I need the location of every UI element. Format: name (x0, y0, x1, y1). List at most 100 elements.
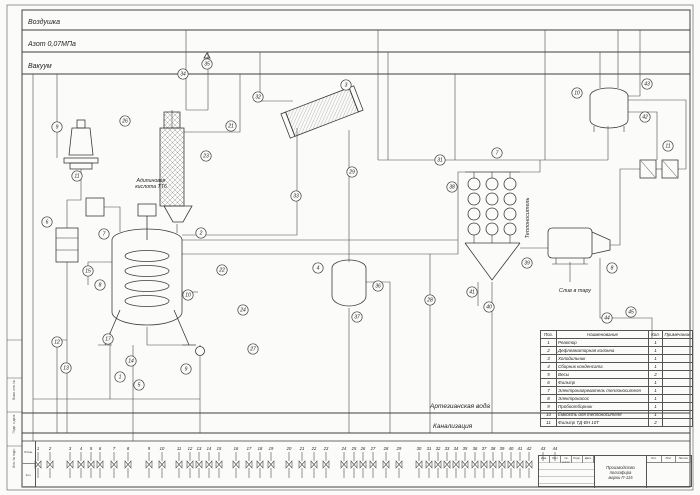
svg-text:19: 19 (269, 446, 274, 451)
svg-text:34: 34 (180, 72, 186, 78)
svg-text:21: 21 (299, 446, 305, 451)
strip-valve-36: 36 (471, 446, 479, 478)
svg-text:23: 23 (323, 446, 329, 451)
strip-valve-33: 33 (443, 446, 451, 478)
svg-text:12: 12 (188, 446, 193, 451)
valve-tag-39: 39 (521, 257, 533, 269)
svg-text:37: 37 (354, 315, 360, 321)
spec-cell: 5 (540, 370, 557, 379)
svg-text:31: 31 (437, 158, 443, 164)
valve-tag-17: 17 (102, 333, 114, 345)
svg-text:29: 29 (348, 170, 355, 176)
strip-valve-16: 16 (232, 446, 240, 478)
spec-cell (662, 338, 693, 347)
spec-cell: Электронагреватель теплоносителя (556, 386, 649, 395)
valve-tag-10: 10 (571, 87, 583, 99)
valve-tag-11: 11 (662, 140, 674, 152)
valve-tag-44: 44 (601, 312, 613, 324)
svg-text:2: 2 (48, 446, 52, 451)
spec-cell: 2 (540, 346, 557, 355)
valve-tag-26: 26 (119, 115, 131, 127)
electric-pump (547, 227, 611, 265)
strip-valve-8: 8 (124, 446, 132, 478)
svg-text:18: 18 (258, 446, 263, 451)
valve-tag-45: 45 (625, 306, 637, 318)
svg-text:7: 7 (103, 232, 106, 238)
valve-tag-38: 38 (446, 181, 458, 193)
strip-valve-12: 12 (186, 446, 194, 478)
strip-valve-6: 6 (96, 446, 104, 478)
svg-text:43: 43 (644, 82, 650, 88)
strip-valve-3: 3 (66, 446, 74, 478)
spec-cell: 1 (648, 394, 663, 403)
strip-valve-31: 31 (425, 446, 433, 478)
strip-valve-29: 29 (396, 446, 403, 478)
spec-cell (662, 410, 693, 419)
spec-cell (662, 378, 693, 387)
valve-tag-1: 1 (114, 371, 126, 383)
svg-text:28: 28 (426, 298, 433, 304)
svg-text:27: 27 (249, 347, 256, 353)
spec-cell: 1 (648, 362, 663, 371)
svg-text:20: 20 (286, 446, 292, 451)
svg-text:3: 3 (345, 83, 348, 89)
strip-valve-15: 15 (215, 446, 223, 478)
svg-text:39: 39 (524, 261, 530, 267)
svg-text:10: 10 (185, 293, 191, 299)
svg-text:36: 36 (375, 284, 381, 290)
heat-carrier-label: Теплоноситель (525, 197, 531, 239)
svg-text:1: 1 (119, 375, 122, 381)
valve-tag-32: 32 (252, 91, 264, 103)
svg-text:4: 4 (317, 266, 320, 272)
tb-cell-podp: Подп. (572, 456, 583, 463)
svg-text:7: 7 (113, 446, 116, 451)
spec-cell: Фильтр ТД-ВН 10Т (556, 418, 649, 427)
strip-valve-37: 37 (480, 446, 488, 478)
tb-cell-list: Лист (550, 456, 561, 463)
strip-valve-27: 27 (370, 446, 377, 478)
spec-cell (662, 354, 693, 363)
valve-tag-35: 35 (201, 58, 213, 70)
svg-text:23: 23 (202, 154, 209, 160)
svg-text:37: 37 (482, 446, 487, 451)
svg-text:11: 11 (177, 446, 181, 451)
spec-cell: 1 (648, 346, 663, 355)
strip-valve-20: 20 (286, 446, 293, 478)
svg-text:44: 44 (604, 316, 610, 322)
spec-cell: 1 (648, 402, 663, 411)
title-block-right-cells: Лит. Лист Листов (647, 456, 692, 488)
margin-stamp-vzam: Взам. инв. № (12, 380, 16, 400)
strip-valve-14: 14 (205, 446, 213, 478)
valve-tag-21: 21 (225, 120, 237, 132)
strip-legend: Обозн. Кол. (22, 441, 36, 487)
svg-text:39: 39 (500, 446, 505, 451)
spec-cell: 1 (648, 410, 663, 419)
svg-text:13: 13 (197, 446, 202, 451)
svg-text:17: 17 (105, 337, 111, 343)
strip-valve-19: 19 (267, 446, 275, 478)
svg-text:40: 40 (509, 446, 514, 451)
svg-text:9: 9 (148, 446, 151, 451)
filter-left (55, 227, 79, 263)
svg-text:35: 35 (463, 446, 468, 451)
valve-tag-8: 8 (606, 262, 618, 274)
valve-tag-27: 27 (247, 343, 259, 355)
svg-text:42: 42 (527, 446, 532, 451)
valve-tag-7: 7 (98, 228, 110, 240)
strip-legend-qty: Кол. (22, 464, 35, 487)
svg-text:10: 10 (160, 446, 165, 451)
valve-tag-42: 42 (639, 111, 651, 123)
svg-text:33: 33 (293, 194, 299, 200)
svg-text:38: 38 (449, 185, 455, 191)
svg-text:3: 3 (69, 446, 72, 451)
strip-valve-5: 5 (87, 446, 95, 478)
strip-legend-designation: Обозн. (22, 441, 35, 464)
spec-cell: 6 (540, 378, 557, 387)
valve-tag-36: 36 (372, 280, 384, 292)
tb-cell-izm: Изм. (539, 456, 550, 463)
strip-valve-2: 2 (46, 446, 54, 478)
heat-carrier-heater (464, 171, 521, 281)
